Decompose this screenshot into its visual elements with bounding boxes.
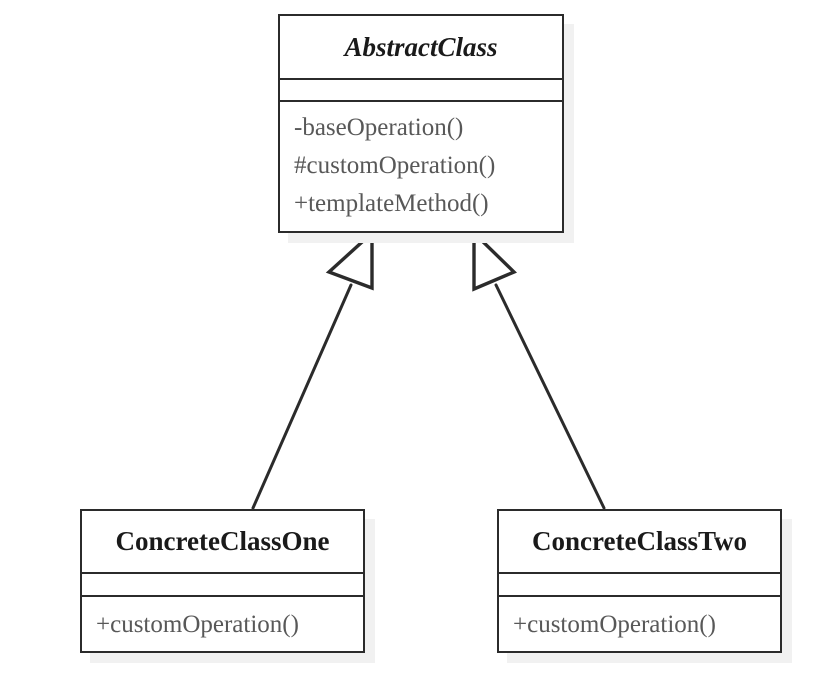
hollow-triangle-arrowhead-left bbox=[325, 229, 374, 291]
operations-compartment-abstract: -baseOperation() #customOperation() +tem… bbox=[280, 100, 562, 231]
operation-custom-operation-two: +customOperation() bbox=[513, 611, 716, 638]
generalization-line-left bbox=[251, 283, 353, 510]
operations-compartment-concrete-two: +customOperation() bbox=[499, 595, 780, 651]
uml-class-concrete-two[interactable]: ConcreteClassTwo +customOperation() bbox=[497, 509, 782, 653]
operation-custom-operation: #customOperation() bbox=[294, 152, 496, 179]
generalization-concrete-one[interactable] bbox=[251, 229, 374, 510]
operations-compartment-concrete-one: +customOperation() bbox=[82, 595, 363, 651]
operation-custom-operation-one: +customOperation() bbox=[96, 611, 299, 638]
uml-class-concrete-one[interactable]: ConcreteClassOne +customOperation() bbox=[80, 509, 365, 653]
attributes-compartment-abstract bbox=[280, 78, 562, 100]
attributes-compartment-concrete-two bbox=[499, 572, 780, 595]
class-name-abstract: AbstractClass bbox=[344, 32, 498, 62]
class-name-concrete-one: ConcreteClassOne bbox=[115, 526, 330, 556]
uml-class-abstract[interactable]: AbstractClass -baseOperation() #customOp… bbox=[278, 14, 564, 233]
class-name-concrete-two: ConcreteClassTwo bbox=[532, 526, 747, 556]
generalization-concrete-two[interactable] bbox=[472, 228, 606, 510]
attributes-compartment-concrete-one bbox=[82, 572, 363, 595]
hollow-triangle-arrowhead-right bbox=[472, 228, 518, 292]
operation-base-operation: -baseOperation() bbox=[294, 114, 464, 141]
operation-template-method: +templateMethod() bbox=[294, 190, 489, 217]
generalization-line-right bbox=[494, 283, 606, 510]
